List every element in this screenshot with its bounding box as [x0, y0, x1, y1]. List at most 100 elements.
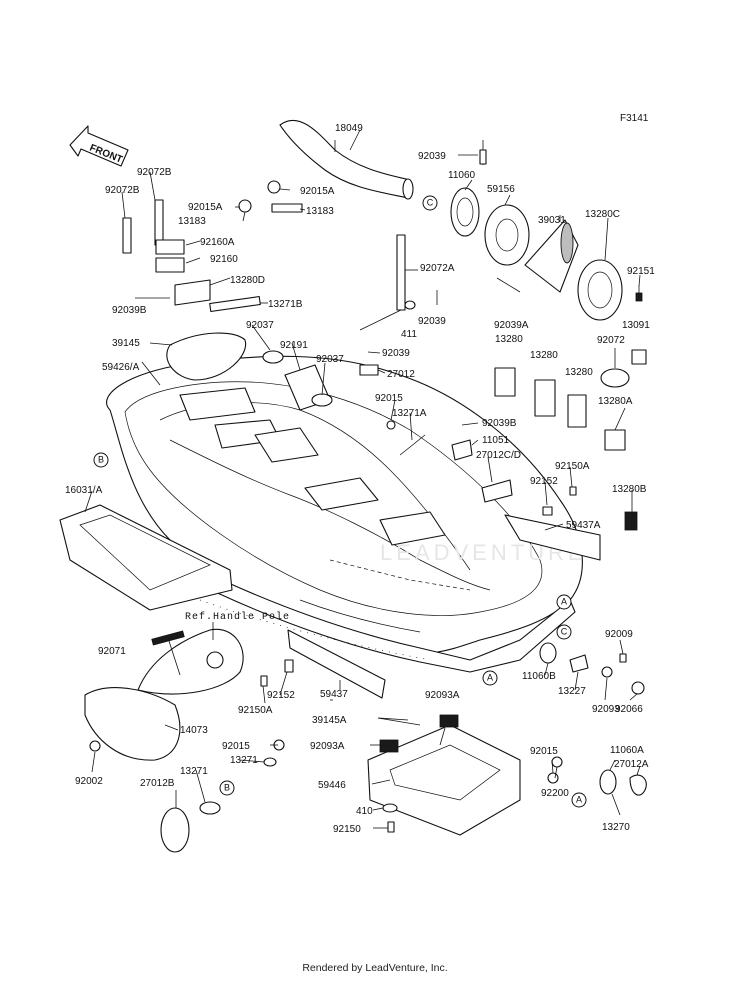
label-92150a-2: 92150A — [238, 705, 273, 716]
label-11060a: 11060A — [610, 745, 644, 756]
part-410-washer — [382, 803, 398, 813]
label-13280c: 13280C — [585, 209, 620, 220]
part-handle-pole — [137, 628, 244, 695]
label-11060: 11060 — [448, 170, 476, 181]
part-92150a — [569, 486, 577, 496]
label-92093a-1: 92093A — [425, 690, 460, 701]
part-11060a — [599, 769, 617, 795]
label-16031a: 16031/A — [65, 485, 103, 496]
part-92160 — [155, 257, 185, 273]
footer-credit: Rendered by LeadVenture, Inc. — [302, 962, 448, 974]
part-13280b — [624, 511, 638, 531]
label-92160: 92160 — [210, 254, 238, 265]
figure-code: F3141 — [620, 113, 649, 124]
label-27012b: 27012B — [140, 778, 175, 789]
callout-b-left: B — [93, 452, 109, 468]
part-92002-nut — [89, 740, 101, 752]
part-92009 — [619, 653, 627, 663]
part-59437-rail — [287, 629, 386, 699]
part-27012a — [629, 774, 647, 796]
part-92150a-bolt — [260, 675, 268, 687]
label-92037-2: 92037 — [316, 354, 344, 365]
part-11060b — [539, 642, 557, 664]
label-13271-1: 13271 — [230, 755, 258, 766]
label-59437a: 59437A — [566, 520, 601, 531]
callout-b-bottom: B — [219, 780, 235, 796]
label-14073: 14073 — [180, 725, 208, 736]
label-92015a-1: 92015A — [300, 186, 335, 197]
front-arrow-icon: FRONT — [69, 125, 129, 167]
label-13280a: 13280A — [598, 396, 633, 407]
part-27012cd — [481, 479, 513, 503]
label-92039b-1: 92039B — [112, 305, 147, 316]
label-92072b-2: 92072B — [105, 185, 140, 196]
label-411: 411 — [401, 329, 417, 340]
label-39031: 39031 — [538, 215, 566, 226]
label-13091: 13091 — [622, 320, 650, 331]
part-92072a-strap — [359, 234, 406, 331]
part-92037-clamp-2 — [311, 393, 333, 407]
part-13271a — [399, 434, 426, 456]
label-92072b-1: 92072B — [137, 167, 172, 178]
label-92152-2: 92152 — [267, 690, 295, 701]
part-13227 — [569, 654, 589, 673]
label-13271a: 13271A — [392, 408, 427, 419]
part-11060-plate — [450, 187, 480, 237]
part-92015a-nut-2 — [267, 180, 281, 194]
label-39145: 39145 — [112, 338, 140, 349]
part-92160a — [155, 239, 185, 255]
label-92037-1: 92037 — [246, 320, 274, 331]
part-92039-screw — [479, 140, 487, 165]
callout-c-right: C — [556, 624, 572, 640]
part-92015a-nut — [238, 199, 252, 213]
hull-body — [106, 355, 583, 673]
label-92039-2: 92039 — [418, 316, 446, 327]
part-14073-cover — [84, 687, 181, 761]
label-13227: 13227 — [558, 686, 586, 697]
part-27012 — [359, 364, 379, 376]
label-13280-3: 13280 — [565, 367, 593, 378]
label-92072: 92072 — [597, 335, 625, 346]
label-27012a: 27012A — [614, 759, 649, 770]
label-92015a-2: 92015A — [188, 202, 223, 213]
label-92015-3: 92015 — [222, 741, 250, 752]
part-16031a-tray — [59, 504, 233, 611]
label-59437: 59437 — [320, 689, 348, 700]
part-92151-bolt — [635, 285, 643, 302]
label-11051: 11051 — [482, 435, 510, 446]
part-92015-nut — [547, 772, 559, 784]
part-labels: 18049 92039 11060 59156 39031 13280C 921… — [65, 123, 655, 835]
callout-a-right: A — [556, 594, 572, 610]
label-92015-2: 92015 — [530, 746, 558, 757]
label-92150: 92150 — [333, 824, 361, 835]
label-92072a: 92072A — [420, 263, 455, 274]
label-13270: 13270 — [602, 822, 630, 833]
label-92039: 92039 — [418, 151, 446, 162]
label-13183-1: 13183 — [178, 216, 206, 227]
part-39145-seal — [166, 332, 247, 381]
part-59437a-rail — [504, 514, 601, 561]
part-18049-tube — [279, 119, 414, 200]
label-59426a: 59426/A — [102, 362, 140, 373]
label-92160a: 92160A — [200, 237, 235, 248]
label-92009: 92009 — [605, 629, 633, 640]
part-13280c-collar — [577, 259, 623, 321]
part-92200 — [551, 756, 563, 768]
svg-text:C: C — [427, 197, 434, 207]
callout-a-bottom: A — [571, 792, 587, 808]
label-92150a-1: 92150A — [555, 461, 590, 472]
part-13183 — [271, 203, 303, 213]
part-11051 — [451, 439, 473, 461]
part-39031-cone — [524, 219, 579, 293]
label-92071: 92071 — [98, 646, 126, 657]
label-92093: 92093 — [592, 704, 620, 715]
label-92093a-2: 92093A — [310, 741, 345, 752]
svg-text:A: A — [487, 672, 493, 682]
label-13183-2: 13183 — [306, 206, 334, 217]
part-13091 — [631, 349, 647, 365]
label-39145a: 39145A — [312, 715, 347, 726]
label-92152-1: 92152 — [530, 476, 558, 487]
label-13271-2: 13271 — [180, 766, 208, 777]
label-13280d: 13280D — [230, 275, 265, 286]
part-92037-clamp — [262, 350, 284, 364]
